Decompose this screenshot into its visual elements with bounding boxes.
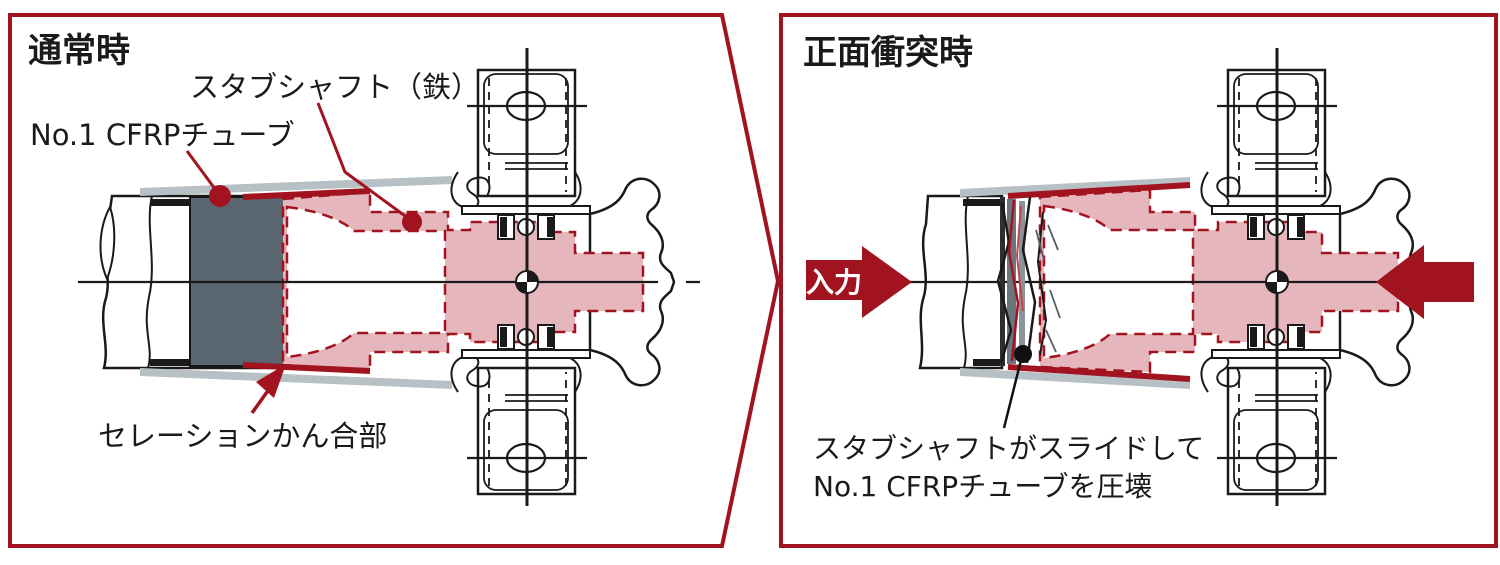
left-panel-title: 通常時	[28, 31, 130, 71]
stub-shaft-outline	[1038, 188, 1400, 374]
left-panel-border	[8, 13, 781, 548]
right-panel-border	[779, 13, 1498, 548]
input-arrow: 入力	[806, 246, 912, 318]
caption-line2: No.1 CFRPチューブを圧壊	[813, 470, 1153, 503]
cfrp-tube-label: No.1 CFRPチューブ	[30, 118, 295, 152]
input-arrow-label: 入力	[806, 266, 862, 299]
crush-leader	[1002, 359, 1023, 429]
cfrp-leader	[185, 150, 220, 194]
crush-debris	[996, 196, 1061, 366]
bearing-bracket-bottom	[1200, 348, 1342, 496]
bearing-bracket-bottom	[450, 348, 592, 496]
center-mark	[515, 270, 539, 294]
tube-break-wave	[961, 195, 969, 369]
shaft-cavity-outline	[285, 205, 447, 359]
serration-arrowhead	[256, 364, 286, 398]
stub-shaft-label: スタブシャフト（鉄）	[190, 70, 480, 104]
serration-label: セレーションかん合部	[98, 419, 387, 453]
tube-break-lens	[99, 204, 116, 282]
engagement-lip-top	[1007, 182, 1191, 199]
bearing-bracket-top	[1200, 68, 1342, 216]
shaft-cavity-outline	[1042, 204, 1195, 360]
cfrp-dot	[209, 185, 231, 207]
tube-break-wave	[145, 195, 153, 369]
serration-teeth-bottom	[973, 359, 1002, 366]
serration-teeth-top	[963, 199, 1002, 206]
crush-point-dot	[1014, 345, 1032, 363]
caption-line1: スタブシャフトがスライドして	[813, 432, 1204, 465]
tube-wall-bottom	[140, 368, 452, 389]
engagement-lip-bottom	[242, 362, 371, 374]
left-panel: 通常時 スタブシャフト（鉄） No.1 CFRPチューブ セレーションかん合部	[8, 13, 781, 548]
right-panel-title: 正面衝突時	[803, 33, 973, 73]
stub-shaft-outline	[281, 190, 645, 374]
impact-arrow	[1376, 245, 1474, 319]
center-mark	[1265, 270, 1289, 294]
engagement-lip-top	[242, 188, 371, 200]
engagement-lip-bottom	[1007, 364, 1191, 382]
stub-shaft-leader	[316, 102, 413, 223]
right-panel: 入力 正面衝突時 スタブシャフトがスライドして No.1 CFRPチューブを圧壊	[779, 13, 1498, 548]
stub-shaft-dot	[402, 212, 422, 232]
tube-wall-top	[960, 177, 1190, 197]
